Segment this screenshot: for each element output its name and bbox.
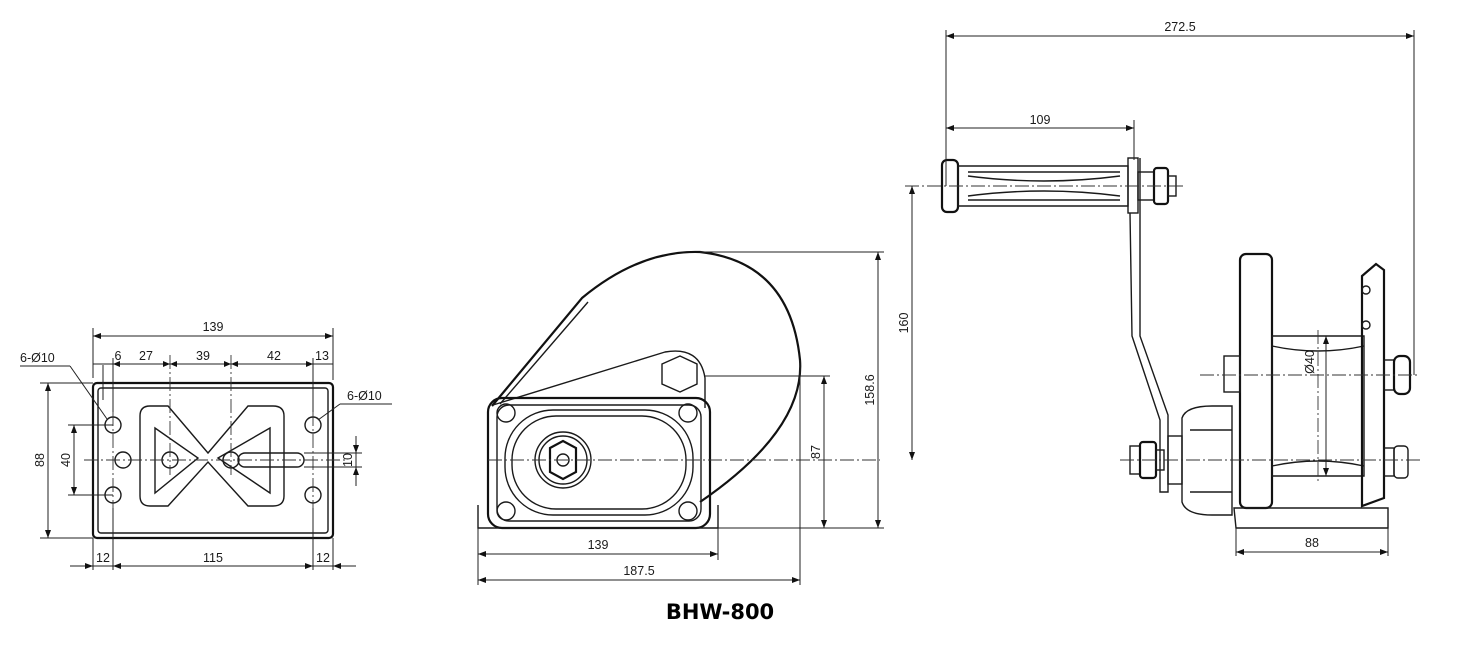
dim-handle-height: 160 — [897, 313, 911, 334]
dim-total-width: 187.5 — [623, 564, 654, 578]
dim-plate-width: 139 — [203, 320, 224, 334]
dim-span: 115 — [203, 551, 223, 565]
callout-holes-left: 6-Ø10 — [20, 351, 55, 365]
model-title: BHW-800 — [665, 600, 775, 624]
dim-seg-b: 27 — [139, 349, 153, 363]
dim-overall-width: 272.5 — [1164, 20, 1195, 34]
dim-drum-dia: Ø40 — [1303, 350, 1317, 374]
bolt-head — [661, 355, 698, 393]
dim-side-height: 158.6 — [863, 374, 877, 405]
dim-seg-a: 6 — [115, 349, 122, 363]
dim-plate-height: 88 — [33, 453, 47, 467]
dim-axis-height: 87 — [809, 445, 823, 459]
dim-seg-c: 39 — [196, 349, 210, 363]
front-view: 272.5 109 160 Ø40 88 — [897, 20, 1420, 556]
dim-hole-pitch: 40 — [59, 453, 73, 467]
callout-holes-right: 6-Ø10 — [347, 389, 382, 403]
base-plate-view: 139 6 27 39 42 13 6-Ø10 6-Ø10 88 40 — [20, 320, 392, 570]
dim-frame-width: 88 — [1305, 536, 1319, 550]
dim-seg-e: 13 — [315, 349, 329, 363]
dim-slot: 10 — [341, 453, 355, 467]
dim-edge-left: 12 — [96, 551, 110, 565]
dim-edge-right: 12 — [316, 551, 330, 565]
dim-seg-d: 42 — [267, 349, 281, 363]
shaft-nut — [548, 439, 578, 481]
dim-crank-length: 109 — [1030, 113, 1051, 127]
side-view: 158.6 87 139 187.5 — [477, 250, 884, 585]
dim-base-width: 139 — [588, 538, 609, 552]
